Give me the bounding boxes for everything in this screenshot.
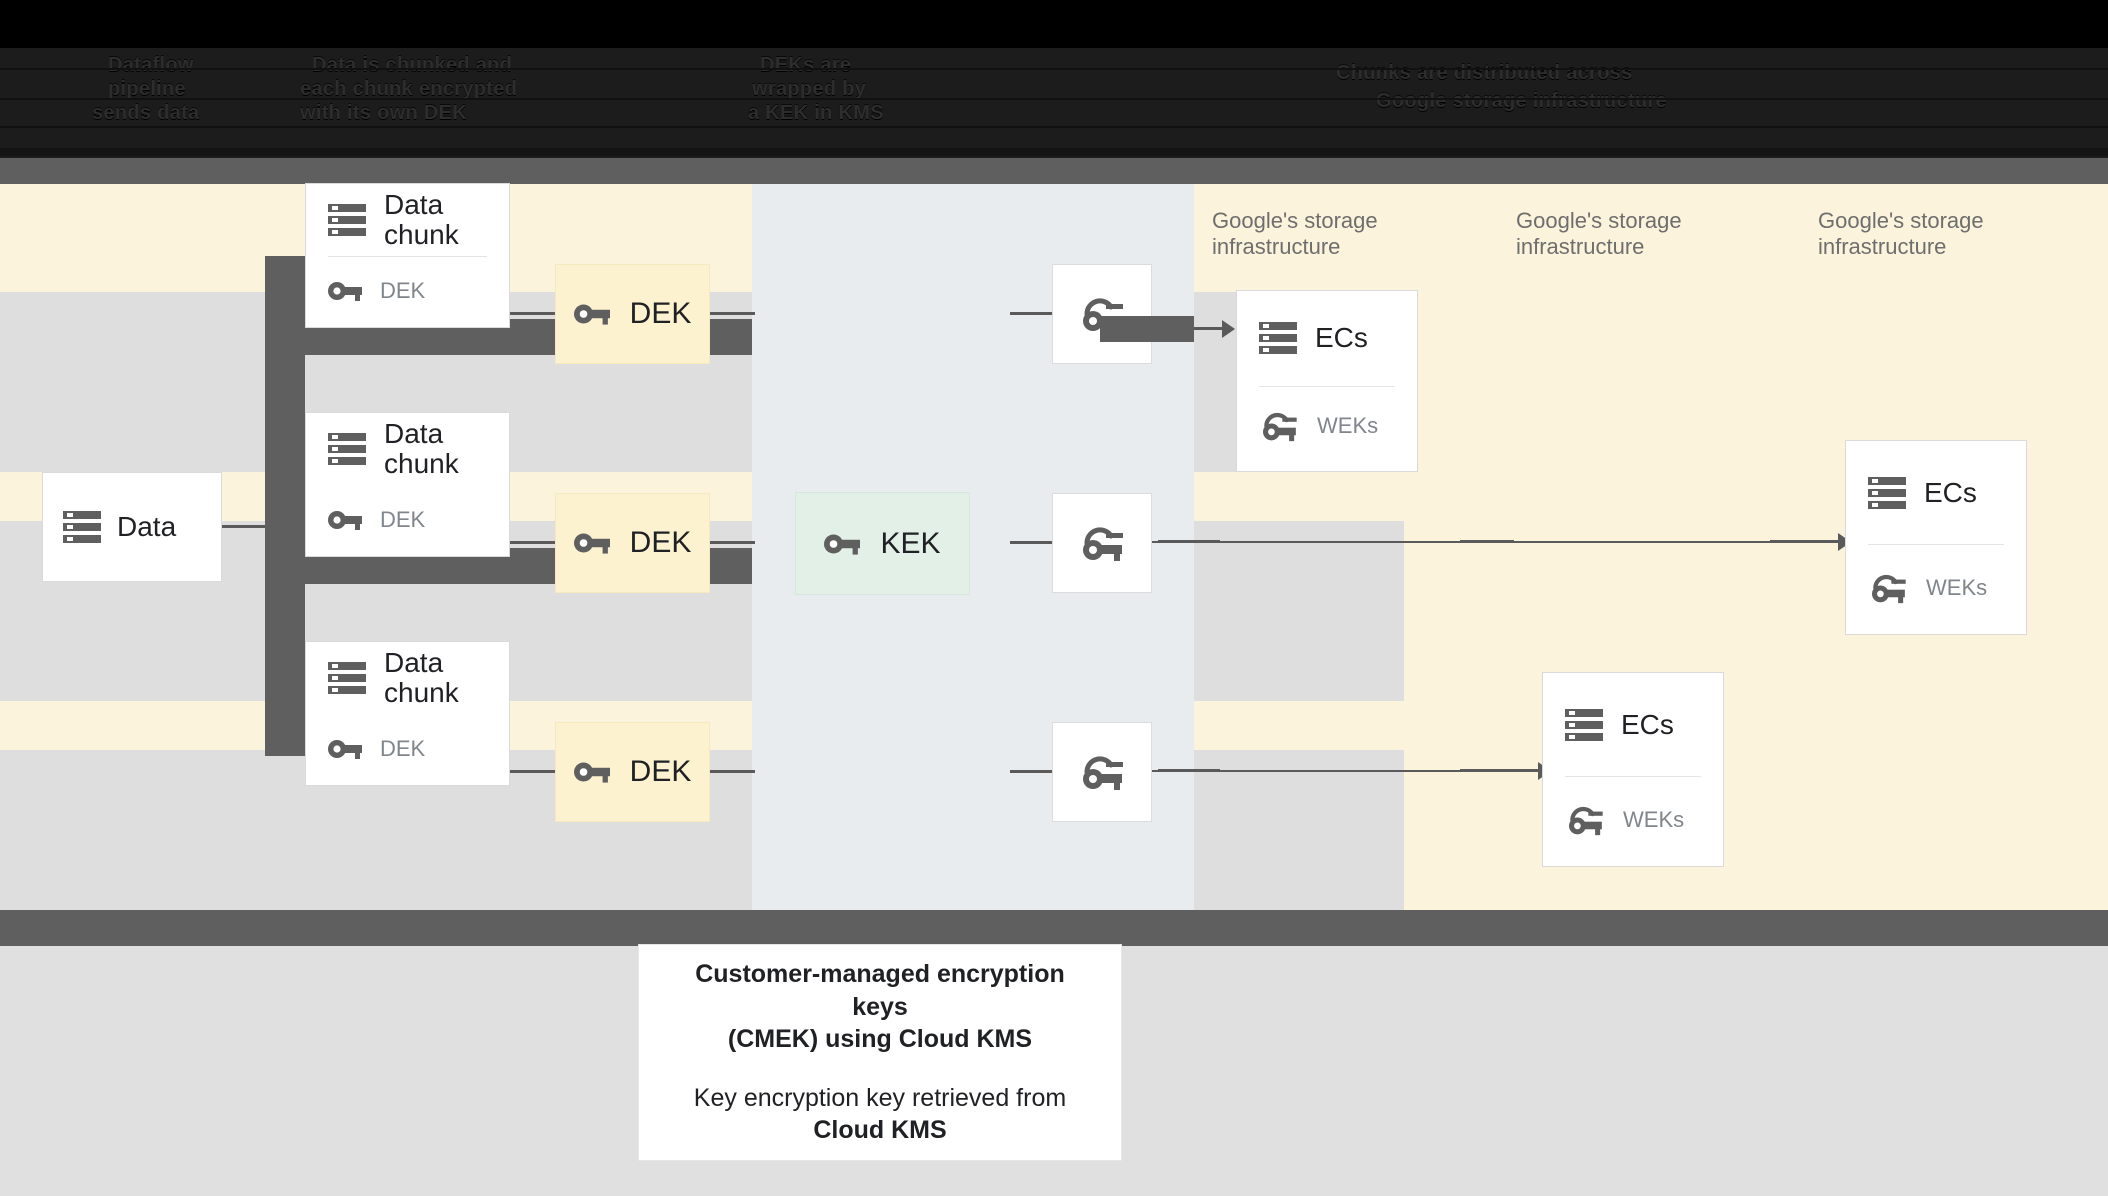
data-chunk-key-label: DEK (380, 736, 426, 762)
storage-icon (1868, 476, 1906, 510)
data-chunk-card[interactable]: Data chunk DEK (305, 641, 510, 1172)
bottom-divider-bar (0, 910, 2108, 946)
data-chunk-key-label: DEK (380, 507, 426, 533)
connector-line (222, 525, 266, 528)
header-ghost-text: Dataflow (108, 54, 194, 76)
header-ghost-text: Data is chunked and (312, 54, 513, 76)
wrapped-key-icon (1080, 524, 1124, 562)
ecs-card-title: ECs (1315, 321, 1368, 353)
key-icon (328, 280, 362, 302)
caption-line-2: (CMEK) using Cloud KMS (727, 1025, 1033, 1054)
dek-chip-label: DEK (629, 526, 692, 559)
dek-chip[interactable]: DEK (555, 264, 710, 364)
connector-line (1158, 540, 1220, 543)
header-ghost-text: sends data (92, 102, 200, 124)
caption-line-3: Key encryption key retrieved from (693, 1083, 1067, 1112)
data-card[interactable]: Data (42, 472, 222, 582)
ecs-card[interactable]: ECs WEKs (1542, 672, 1724, 867)
header-ghost-text: pipeline (108, 78, 186, 100)
connector-line (510, 770, 555, 773)
connector-line (1194, 327, 1226, 330)
key-icon (824, 532, 861, 556)
data-chunk-key-label: DEK (380, 278, 426, 304)
wrapped-key-box[interactable] (1052, 264, 1152, 364)
key-icon (573, 531, 610, 555)
caption-line-1: Customer-managed encryption keys (695, 960, 1065, 1021)
caption-line-4: Cloud KMS (813, 1116, 947, 1145)
diagram-canvas: Data Data chunk (0, 183, 2108, 1172)
connector-line (1460, 540, 1514, 543)
wrapped-key-icon (1565, 804, 1605, 836)
data-chunk-card[interactable]: Data chunk DEK (305, 183, 510, 328)
connector-line (1010, 770, 1052, 773)
connector-line (510, 312, 555, 315)
key-icon (328, 738, 362, 760)
kek-chip[interactable]: KEK (795, 492, 970, 595)
header-ghost-text: DEKs are (760, 54, 852, 76)
ecs-card-key-label: WEKs (1926, 574, 1988, 600)
ecs-card[interactable]: ECs WEKs (1845, 440, 2027, 635)
data-card-label: Data (117, 510, 177, 542)
dek-chip-label: DEK (629, 297, 692, 330)
wrapped-key-box[interactable] (1052, 722, 1152, 822)
caption-title: Customer-managed encryption keys (CMEK) … (665, 958, 1095, 1056)
arrow-head (1222, 320, 1235, 338)
storage-icon (328, 203, 366, 237)
data-chunk-title: Data chunk (384, 417, 459, 479)
connector-line (710, 312, 755, 315)
storage-icon (1565, 708, 1603, 742)
header-ghost-text: each chunk encrypted (300, 78, 518, 100)
header-ghost-text: a KEK in KMS (748, 102, 884, 124)
row-band (1194, 521, 1404, 701)
connector-line (710, 541, 755, 544)
dek-chip[interactable]: DEK (555, 722, 710, 822)
kek-chip-label: KEK (880, 526, 941, 560)
top-divider-bar (0, 158, 2108, 184)
header-band: Dataflow pipeline sends data Data is chu… (0, 0, 2108, 158)
row-band (1194, 750, 1404, 930)
connector-line (1152, 770, 1542, 772)
infra-label: Google's storage infrastructure (1516, 208, 1682, 259)
caption-box: Customer-managed encryption keys (CMEK) … (638, 944, 1122, 1161)
storage-feed-bar (1100, 316, 1194, 342)
ecs-card-key-label: WEKs (1317, 412, 1379, 438)
infra-label: Google's storage infrastructure (1818, 208, 1984, 259)
data-chunk-title: Data chunk (384, 646, 459, 708)
ecs-card[interactable]: ECs WEKs (1236, 290, 1418, 472)
header-band-text-area: Dataflow pipeline sends data Data is chu… (0, 48, 2108, 158)
caption-body: Key encryption key retrieved from Cloud … (694, 1082, 1066, 1147)
header-ghost-text: Chunks are distributed across (1336, 62, 1633, 84)
dek-chip[interactable]: DEK (555, 493, 710, 593)
connector-line (1460, 769, 1542, 772)
header-ghost-text: with its own DEK (300, 102, 468, 124)
wrapped-key-icon (1868, 572, 1908, 604)
ecs-card-title: ECs (1924, 476, 1977, 508)
header-ghost-text: Google storage infrastructure (1376, 90, 1667, 112)
connector-line (1010, 541, 1052, 544)
storage-icon (328, 661, 366, 695)
data-chunk-title: Data chunk (384, 188, 459, 250)
wrapped-key-icon (1080, 753, 1124, 791)
ecs-card-key-label: WEKs (1623, 806, 1685, 832)
storage-icon (328, 432, 366, 466)
dek-chip-label: DEK (629, 755, 692, 788)
connector-line (710, 770, 755, 773)
wrapped-key-box[interactable] (1052, 493, 1152, 593)
connector-line (510, 541, 555, 544)
infra-label: Google's storage infrastructure (1212, 208, 1378, 259)
storage-icon (63, 510, 101, 544)
connector-line (1770, 540, 1842, 543)
header-ghost-text: wrapped by (752, 78, 867, 100)
key-icon (573, 302, 610, 326)
storage-icon (1259, 321, 1297, 355)
data-chunk-card[interactable]: Data chunk DEK (305, 412, 510, 714)
connector-line (1158, 769, 1220, 772)
key-icon (573, 760, 610, 784)
key-icon (328, 509, 362, 531)
ecs-card-title: ECs (1621, 708, 1674, 740)
connector-line (1010, 312, 1052, 315)
wrapped-key-icon (1259, 410, 1299, 442)
